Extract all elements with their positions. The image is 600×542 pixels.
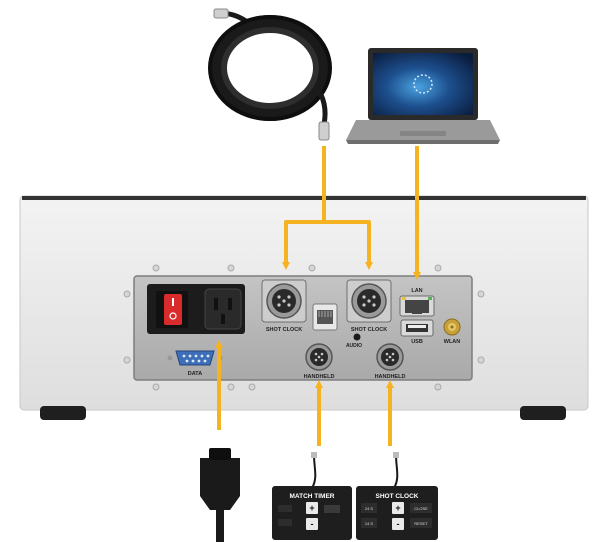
shot-clock-14s-button[interactable] xyxy=(361,518,377,528)
lan-port[interactable] xyxy=(399,295,435,317)
shot-clock-plus-button[interactable] xyxy=(392,502,404,514)
shot-clock-reset-button[interactable] xyxy=(410,518,432,528)
power-module xyxy=(147,284,245,334)
wlan-label: WLAN xyxy=(444,339,461,345)
data-label: DATA xyxy=(188,371,202,377)
handheld-label-1: HANDHELD xyxy=(304,374,335,380)
usb-port[interactable] xyxy=(400,319,434,337)
laptop-icon xyxy=(346,48,500,144)
connection-arrows xyxy=(215,146,421,446)
power-plug-icon xyxy=(200,448,240,542)
match-timer-minus-button[interactable] xyxy=(306,518,318,530)
minus-icon: - xyxy=(397,519,400,529)
shot-clock-close-label: CLOSE xyxy=(414,506,428,511)
audio-mini-jack[interactable] xyxy=(353,333,361,341)
handheld-connector-1[interactable] xyxy=(305,343,333,371)
shot-clock-24s-button[interactable] xyxy=(361,503,377,513)
rubber-foot xyxy=(40,406,86,420)
minus-icon: - xyxy=(311,519,314,529)
audio-label: AUDIO xyxy=(346,343,362,349)
shot-clock-label-1: SHOT CLOCK xyxy=(266,327,302,333)
plus-icon: + xyxy=(309,503,314,513)
shot-clock-title: SHOT CLOCK xyxy=(376,493,419,500)
arrow-shot-clock-1 xyxy=(282,146,326,270)
shot-clock-24s-label: 24 S xyxy=(365,506,374,511)
back-panel: DATA SHOT CLOCK SHOT CLOCK AUDIO LAN xyxy=(133,275,473,381)
cable-coil-icon xyxy=(208,8,332,141)
shot-clock-close-button[interactable] xyxy=(410,503,432,513)
shot-clock-minus-button[interactable] xyxy=(392,518,404,530)
handheld-connector-2[interactable] xyxy=(376,343,404,371)
audio-jack-port[interactable] xyxy=(312,303,338,331)
arrow-shot-clock-2 xyxy=(324,220,373,270)
shot-clock-controller: SHOT CLOCK 24 S 14 S + - CLOSE RESET xyxy=(356,452,438,540)
data-port[interactable] xyxy=(167,350,223,366)
usb-label: USB xyxy=(411,339,423,345)
connector-icon xyxy=(213,8,229,19)
lan-label: LAN xyxy=(411,288,422,294)
match-timer-title: MATCH TIMER xyxy=(289,493,334,500)
match-timer-controller: MATCH TIMER + - xyxy=(272,452,352,540)
shot-clock-14s-label: 14 S xyxy=(365,521,374,526)
match-timer-side-button[interactable] xyxy=(324,505,340,513)
handheld-label-2: HANDHELD xyxy=(375,374,406,380)
antenna-icon[interactable] xyxy=(443,318,461,336)
shot-clock-label-2: SHOT CLOCK xyxy=(351,327,387,333)
rubber-foot xyxy=(520,406,566,420)
shot-clock-reset-label: RESET xyxy=(414,521,428,526)
power-switch[interactable] xyxy=(164,294,182,325)
plus-icon: + xyxy=(395,503,400,513)
match-timer-plus-button[interactable] xyxy=(306,502,318,514)
shot-clock-connector-2[interactable] xyxy=(346,279,392,323)
shot-clock-connector-1[interactable] xyxy=(261,279,307,323)
